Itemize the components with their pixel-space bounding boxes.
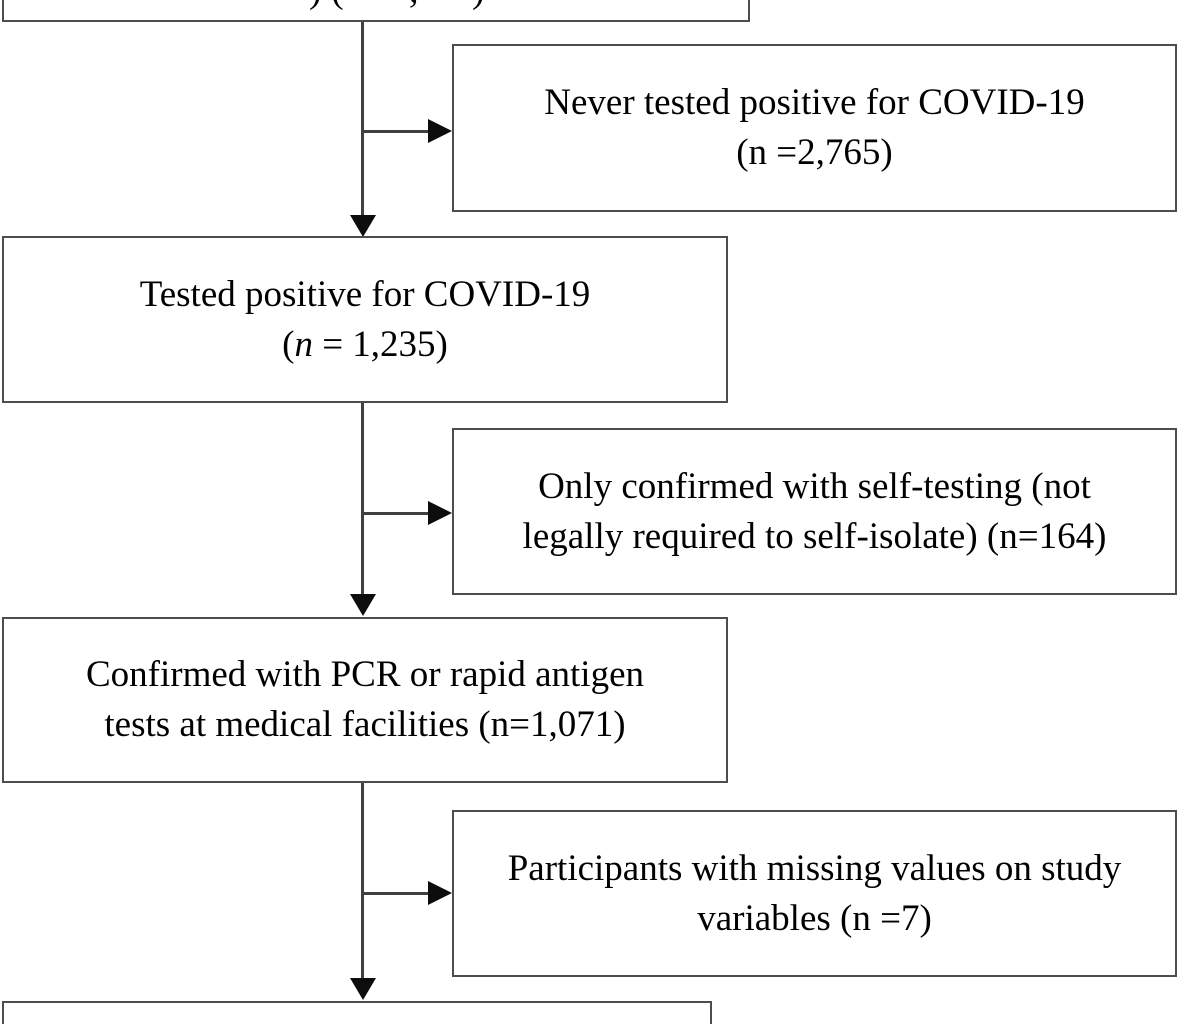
flow-line-vertical-3: [361, 783, 364, 979]
right-arrowhead: [428, 501, 452, 525]
box-line: Participants with missing values on stud…: [507, 847, 1122, 889]
box-line: Only confirmed with self-testing (not: [538, 465, 1091, 507]
box-confirmed-pcr-rapid-antigen: Confirmed with PCR or rapid antigen test…: [2, 617, 728, 783]
italic-n-variable: n: [294, 323, 313, 365]
clipped-text-fragment: ,: [409, 0, 419, 9]
paren-open: (: [282, 323, 295, 365]
flow-line-branch-1: [363, 130, 430, 133]
box-line: variables (n =7): [697, 897, 932, 939]
box-total-participants-partial: ) ( , ): [2, 0, 750, 22]
right-arrowhead: [428, 881, 452, 905]
down-arrowhead: [350, 594, 376, 616]
box-line: legally required to self-isolate) (n=164…: [522, 515, 1107, 557]
box-final-sample-partial: [2, 1001, 712, 1024]
box-missing-values: Participants with missing values on stud…: [452, 810, 1177, 977]
box-line: Never tested positive for COVID-19: [544, 82, 1085, 123]
box-line: (n = 1,235): [282, 320, 448, 370]
down-arrowhead: [350, 978, 376, 1000]
box-only-self-testing: Only confirmed with self-testing (not le…: [452, 428, 1177, 595]
clipped-text-fragment: (: [331, 0, 344, 9]
flow-line-branch-3: [363, 892, 430, 895]
box-line: Tested positive for COVID-19: [139, 273, 591, 315]
box-line: (n =2,765): [736, 132, 893, 173]
flow-line-vertical-2: [361, 403, 364, 595]
box-tested-positive: Tested positive for COVID-19 (n = 1,235): [2, 236, 728, 403]
box-line: Confirmed with PCR or rapid antigen: [85, 654, 645, 695]
flow-line-vertical-1: [361, 22, 364, 217]
box-never-tested-positive: Never tested positive for COVID-19 (n =2…: [452, 44, 1177, 212]
right-arrowhead: [428, 119, 452, 143]
down-arrowhead: [350, 215, 376, 237]
flow-line-branch-2: [363, 512, 430, 515]
clipped-text-fragment: ): [472, 0, 485, 9]
box-line: tests at medical facilities (n=1,071): [104, 704, 626, 745]
n-value: = 1,235): [312, 323, 448, 365]
clipped-text-fragment: ): [309, 0, 322, 9]
